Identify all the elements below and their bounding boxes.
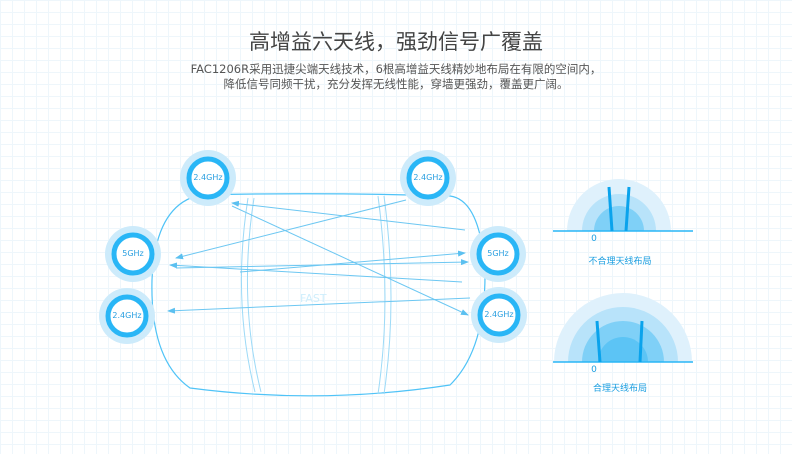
antenna-ring (470, 226, 526, 282)
antenna-ring (471, 287, 527, 343)
antenna-bar (638, 320, 644, 363)
signal-arrow (231, 200, 466, 231)
antenna-bar (624, 186, 631, 232)
antenna-bar (607, 186, 614, 232)
signal-arrow (169, 262, 463, 283)
antenna-label: 2.4GHz (413, 173, 443, 182)
signal-arrow (167, 297, 471, 314)
signal-arrows (167, 199, 471, 316)
signal-arrow (231, 205, 469, 316)
zero-mark: 0 (591, 234, 597, 244)
antenna-ring (105, 226, 161, 282)
antenna-label: 5GHz (487, 249, 509, 258)
good-layout-diagram (553, 293, 693, 363)
description: FAC1206R采用迅捷尖端天线技术，6根高增益天线精妙地布局在有限的空间内， … (0, 62, 792, 92)
page-title: 高增益六天线，强劲信号广覆盖 (249, 30, 543, 54)
bad-layout-label: 不合理天线布局 (588, 257, 652, 267)
router-logo: FAST (300, 292, 327, 305)
antenna-ring (180, 150, 236, 206)
bad-layout-diagram (553, 179, 693, 232)
antenna-label: 2.4GHz (112, 311, 142, 320)
zero-mark: 0 (591, 365, 597, 375)
antenna-ring (400, 150, 456, 206)
antenna-circles (99, 150, 527, 344)
signal-arrow (175, 199, 407, 260)
antenna-label: 5GHz (122, 249, 144, 258)
antenna-ring (99, 288, 155, 344)
router-panel-lines (240, 195, 392, 395)
description-line: FAC1206R采用迅捷尖端天线技术，6根高增益天线精妙地布局在有限的空间内， (190, 62, 602, 76)
antenna-label: 2.4GHz (484, 310, 514, 319)
antenna-label: 2.4GHz (193, 173, 223, 182)
antenna-bar (595, 320, 602, 363)
description-line: 降低信号同频干扰，充分发挥无线性能，穿墙更强劲，覆盖更广阔。 (223, 77, 569, 91)
signal-arrow (239, 250, 466, 273)
good-layout-label: 合理天线布局 (592, 384, 647, 394)
